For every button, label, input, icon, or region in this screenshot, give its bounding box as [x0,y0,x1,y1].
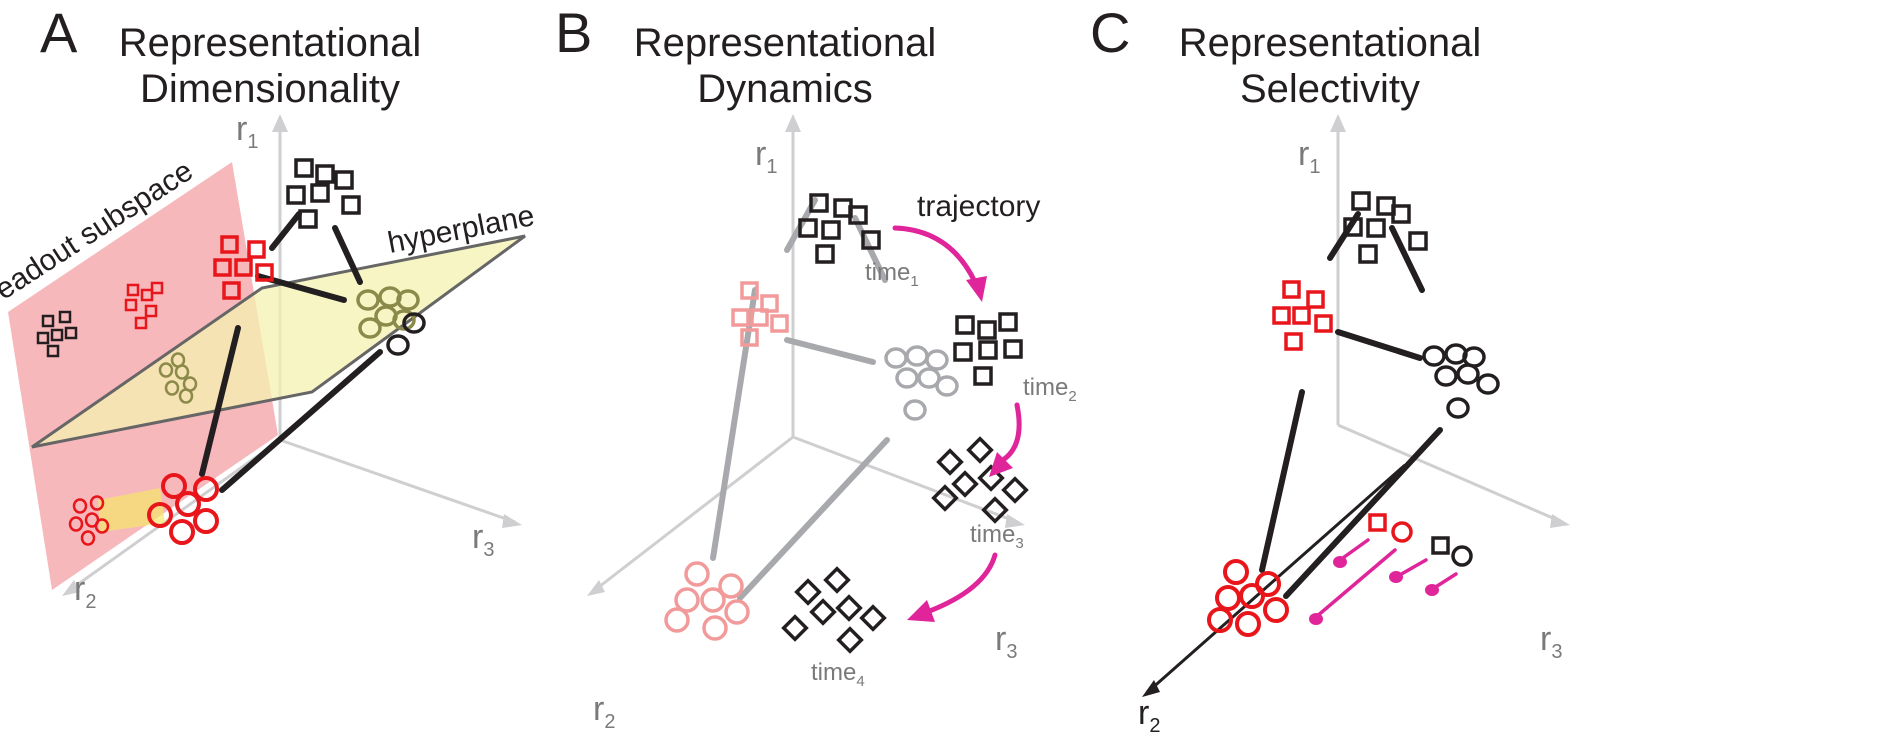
axis-r2-label: r2 [74,570,96,613]
title-line-1: Representational [633,21,937,65]
axis-r1-arrow [785,114,801,132]
faded-gray-circles [884,345,959,421]
panel-c: C Representational Selectivity [1090,0,1891,742]
axis-r3-label: r3 [472,518,494,561]
panel-c-diagram: r1 r2 r3 [1138,114,1570,737]
axis-r1-label: r1 [1298,135,1320,178]
connector-line [1283,427,1443,599]
red-squares-cluster [1272,280,1333,351]
squares-time2 [953,312,1023,386]
trajectory-arrow-3 [924,552,998,615]
time2-label: time2 [1023,374,1077,405]
axis-r3-arrow [502,514,522,528]
panel-letter: B [555,1,593,64]
trajectory-label: trajectory [917,190,1040,223]
axis-r1-arrow [1330,114,1346,132]
projected-red-circles [68,495,110,546]
panel-letter: A [40,1,78,64]
red-squares-cluster [213,235,274,300]
faded-red-circles [664,561,750,641]
selectivity-red-circle [1391,521,1413,543]
title-line-2: Dimensionality [139,67,401,111]
axis-r1-label: r1 [236,110,258,153]
panel-title: Representational Dynamics [625,20,945,112]
projected-red-squares [124,281,164,330]
panel-title: Representational Dimensionality [110,20,430,112]
time1-label: time1 [865,259,919,290]
axis-r3-line [1337,423,1563,524]
title-line-1: Representational [1178,21,1482,65]
axis-r3-label: r3 [995,620,1017,663]
axis-r3-line [279,438,516,524]
projected-olive-circles [158,352,198,404]
trajectory-arrowhead [907,600,935,622]
projected-black-squares [36,310,78,358]
red-circles-cluster [1207,559,1289,637]
axis-r1-arrow [272,114,288,132]
axis-r2-line [594,435,794,592]
axis-r2-arrow [62,580,80,596]
connector-line [1389,225,1425,293]
selectivity-stem [1432,572,1458,590]
selectivity-dot [1425,584,1439,596]
diamonds-time3 [931,436,1029,524]
title-line-2: Selectivity [1239,67,1421,111]
selectivity-stem [1396,558,1428,578]
black-squares-cluster [1343,191,1428,264]
panel-a: A Representational Dimensionality [0,0,640,742]
axis-r2-arrow [587,580,605,596]
trajectory-arrowhead [966,276,987,302]
selectivity-stem [1338,538,1370,562]
title-line-2: Dynamics [697,67,873,111]
connector-line [784,337,876,365]
selectivity-stem [1314,548,1397,619]
connector-line [332,225,363,285]
selectivity-dot [1309,613,1323,625]
black-circles-cluster [1422,343,1500,419]
panel-a-diagram: readout subspace hyperplane r1 r2 r3 [0,110,537,613]
olive-circles-cluster [356,286,420,339]
connector-line [219,349,383,493]
connector-line [1335,329,1423,361]
red-circles-cluster [147,473,219,545]
axis-r3-arrow [1005,514,1025,528]
axis-r1-label: r1 [755,135,777,178]
axis-r3-arrow [1550,514,1570,528]
axis-r2-label: r2 [1138,694,1160,737]
axis-r2-line [69,438,281,592]
panel-title: Representational Selectivity [1170,20,1490,112]
time4-label: time4 [811,659,865,690]
selectivity-black-circle [1451,545,1473,567]
selectivity-dot [1389,571,1403,583]
selectivity-dot [1333,556,1347,568]
axis-r3-label: r3 [1540,620,1562,663]
faded-red-squares [731,281,789,347]
connector-line [199,325,241,477]
black-squares-cluster [286,158,361,229]
connector-line [737,437,890,601]
connector-line [1259,389,1305,573]
selectivity-red-square [1368,513,1387,532]
panel-b-diagram: trajectory time1 time2 time3 time4 r1 r2… [587,114,1077,733]
connector-line [710,287,758,561]
axis-r2-arrow [1142,680,1160,697]
axis-r3-line [792,435,1018,524]
connector-line [269,211,302,251]
panel-letter: C [1090,1,1131,64]
time3-label: time3 [970,521,1024,552]
trajectory-arrow-2 [1000,402,1022,463]
title-line-1: Representational [118,21,422,65]
selectivity-black-square [1431,536,1450,555]
black-circles-cluster [386,312,426,356]
trajectory-arrowhead [989,452,1013,477]
diamonds-time4 [781,566,887,654]
axis-r2-label: r2 [593,690,615,733]
panel-b: B Representational Dynamics [555,0,1115,742]
squares-time1 [798,193,881,264]
trajectory-arrow-1 [892,225,978,285]
projection-beam [98,488,165,532]
